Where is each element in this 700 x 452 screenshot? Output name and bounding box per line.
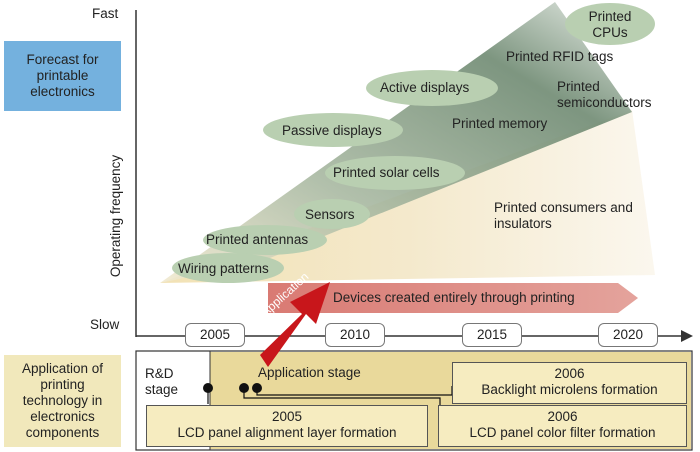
axis-fast: Fast (92, 6, 119, 21)
application-stage-label: Application stage (258, 365, 361, 380)
ellipse-passive (263, 113, 403, 147)
milestone-alignment-text: LCD panel alignment layer formation (177, 425, 397, 440)
year-2005: 2005 (185, 323, 245, 347)
rd-stage-label: R&D stage (145, 366, 179, 397)
year-2010: 2010 (325, 323, 385, 347)
axis-slow: Slow (90, 317, 120, 332)
label-sensors: Sensors (305, 207, 355, 222)
label-printed-solar-cells: Printed solar cells (333, 165, 440, 180)
milestone-alignment: 2005 LCD panel alignment layer formation (146, 405, 428, 447)
label-printed-antennas: Printed antennas (206, 232, 309, 247)
milestone-color-filter-text: LCD panel color filter formation (469, 425, 656, 440)
y-axis-label: Operating frequency (108, 154, 124, 278)
ellipse-antennas (203, 225, 327, 255)
milestone-alignment-year: 2005 (271, 409, 303, 424)
ellipse-wiring (172, 253, 284, 283)
label-printed-memory: Printed memory (452, 116, 548, 131)
year-2015: 2015 (462, 323, 522, 347)
devices-arrow-shape (268, 283, 638, 313)
label-passive-displays: Passive displays (282, 123, 382, 138)
label-wiring-patterns: Wiring patterns (178, 261, 269, 276)
label-consumers-insulators: Printed consumers and insulators (494, 200, 633, 231)
ellipse-sensors (294, 199, 370, 229)
milestone-backlight-text: Backlight microlens formation (481, 382, 658, 397)
milestone-backlight-year: 2006 (554, 366, 585, 381)
forecast-box: Forecast for printable electronics (4, 41, 121, 111)
connector-1 (243, 388, 441, 406)
year-2020: 2020 (598, 323, 658, 347)
forecast-region (160, 2, 632, 283)
ellipse-active (366, 70, 498, 106)
application-arrow-shape (260, 282, 330, 367)
milestone-color-filter-year: 2006 (547, 409, 578, 424)
milestone-backlight: 2006 Backlight microlens formation (452, 362, 687, 404)
forecast-label: Forecast for printable electronics (26, 52, 99, 99)
application-box: Application of printing technology in el… (4, 355, 121, 447)
ellipse-cpus (565, 3, 655, 45)
devices-arrow-label: Devices created entirely through printin… (333, 290, 575, 305)
application-label: Application of printing technology in el… (21, 361, 104, 440)
label-active-displays: Active displays (380, 80, 470, 95)
ellipse-solar (325, 156, 465, 190)
milestone-color-filter: 2006 LCD panel color filter formation (438, 405, 687, 447)
label-printed-semiconductors: Printed semiconductors (557, 79, 652, 110)
label-printed-rfid: Printed RFID tags (506, 49, 614, 64)
label-printed-cpus: Printed CPUs (588, 9, 632, 40)
